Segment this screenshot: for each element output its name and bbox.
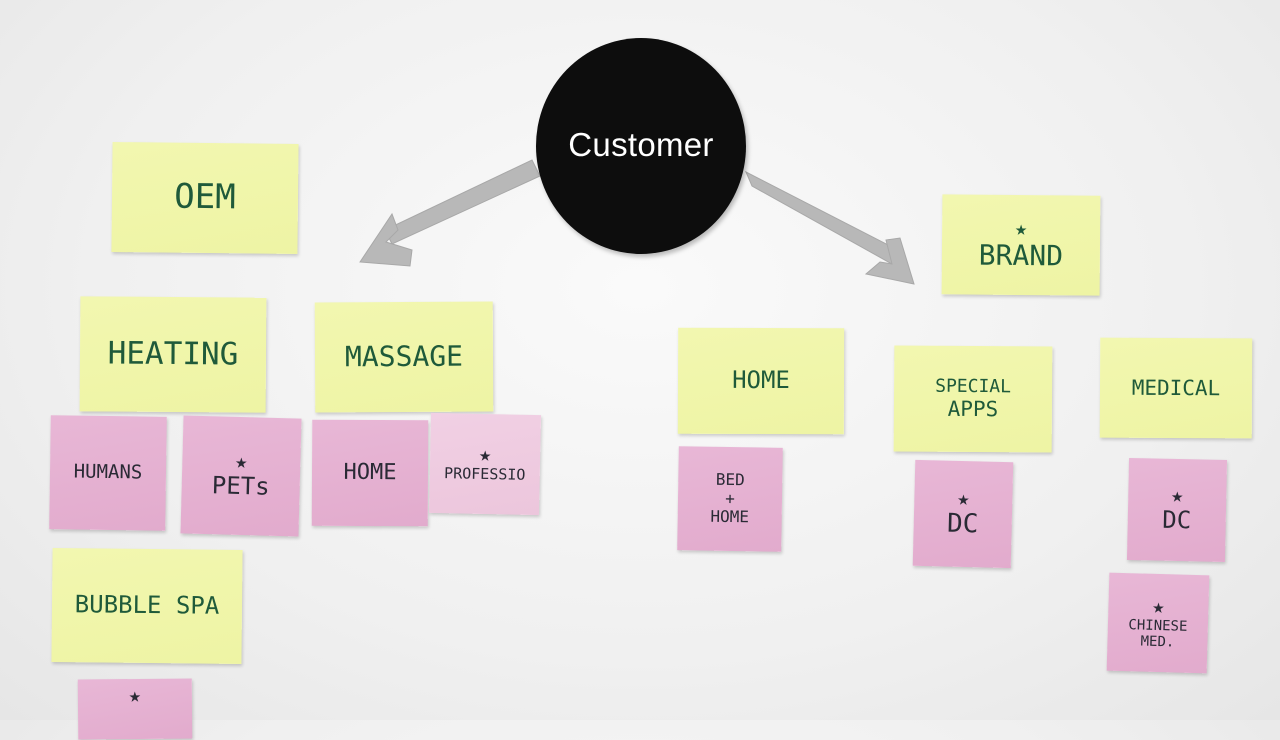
note-dc-medical: ★ DC — [1126, 457, 1228, 563]
arrow-left-shaft — [384, 159, 541, 245]
note-home-left: HOME — [311, 419, 429, 527]
note-oem: OEM — [111, 142, 299, 254]
note-heating: HEATING — [79, 296, 267, 413]
arrow-right-shaft — [744, 170, 899, 265]
note-medical: MEDICAL — [1099, 337, 1253, 439]
note-pets: ★ PETs — [180, 415, 302, 537]
connector-arrows — [359, 159, 915, 285]
note-dc-special: ★ DC — [912, 459, 1014, 569]
note-humans: HUMANS — [49, 415, 167, 531]
arrow-right-head — [864, 237, 915, 285]
star-icon: ★ — [1015, 215, 1028, 240]
note-special-apps: SPECIAL APPS — [893, 345, 1053, 453]
star-icon: ★ — [1171, 483, 1184, 508]
hub-label: Customer — [568, 126, 714, 163]
note-bubble-spa: BUBBLE SPA — [51, 548, 243, 664]
star-icon: ★ — [128, 682, 141, 708]
note-massage: MASSAGE — [314, 301, 494, 413]
note-bottom-partial: ★ — [77, 678, 193, 740]
note-brand: ★ BRAND — [941, 194, 1101, 296]
note-professional: ★ PROFESSIO — [428, 412, 542, 516]
star-icon: ★ — [957, 485, 970, 511]
star-icon: ★ — [478, 442, 492, 467]
star-icon: ★ — [235, 449, 248, 474]
customer-hub: Customer — [536, 38, 746, 254]
arrow-left-head — [359, 212, 413, 267]
note-home-right: HOME — [677, 327, 845, 435]
note-chinese-med: ★ CHINESE MED. — [1106, 572, 1210, 674]
note-bed-home: BED + HOME — [677, 446, 783, 552]
star-icon: ★ — [1152, 593, 1165, 619]
